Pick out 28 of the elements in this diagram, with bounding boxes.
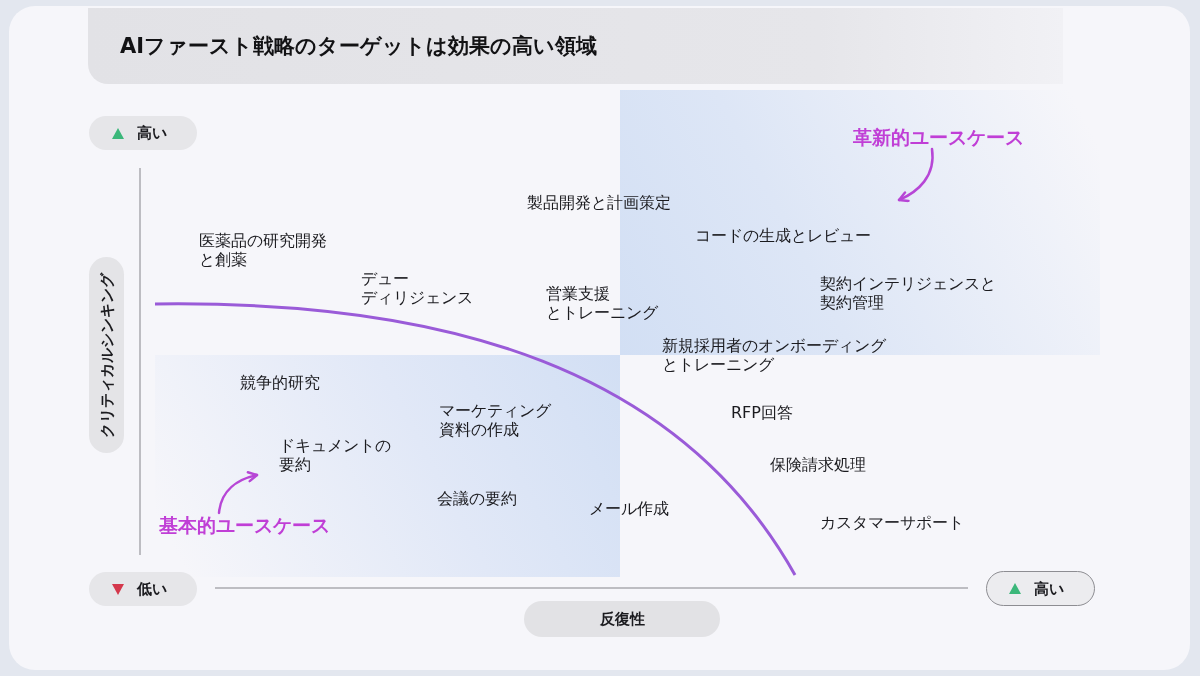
use-case-label: 競争的研究 bbox=[240, 373, 320, 392]
curved-arrow bbox=[897, 147, 934, 202]
axis-pill bbox=[89, 116, 197, 150]
callout-label: 基本的ユースケース bbox=[159, 513, 330, 537]
use-case-label: 保険請求処理 bbox=[770, 455, 866, 474]
axis-pill bbox=[986, 571, 1095, 606]
use-case-label: ドキュメントの要約 bbox=[279, 436, 391, 474]
axis-label: 高い bbox=[137, 124, 167, 142]
use-case-label: 営業支援とトレーニング bbox=[546, 284, 658, 322]
axis-label: 反復性 bbox=[599, 610, 645, 628]
use-case-label: 契約インテリジェンスと契約管理 bbox=[820, 274, 996, 312]
axis-pill bbox=[89, 572, 197, 606]
axis-label: 高い bbox=[1034, 579, 1064, 598]
use-case-label: 新規採用者のオンボーディングとトレーニング bbox=[662, 336, 886, 374]
use-case-label: 製品開発と計画策定 bbox=[527, 193, 671, 212]
curved-arrow bbox=[217, 471, 259, 515]
slide-title: AIファースト戦略のターゲットは効果の高い領域 bbox=[120, 33, 598, 60]
use-case-label: コードの生成とレビュー bbox=[695, 226, 871, 245]
axis-label: クリティカルシンキング bbox=[97, 272, 116, 438]
axis-label: 低い bbox=[137, 580, 167, 598]
use-case-label: 医薬品の研究開発と創薬 bbox=[199, 231, 327, 269]
use-case-label: マーケティング資料の作成 bbox=[439, 401, 551, 439]
use-case-label: デューディリジェンス bbox=[361, 269, 473, 307]
use-case-label: RFP回答 bbox=[731, 403, 793, 422]
use-case-label: カスタマーサポート bbox=[820, 513, 964, 532]
callout-label: 革新的ユースケース bbox=[853, 125, 1024, 149]
use-case-label: 会議の要約 bbox=[437, 489, 517, 508]
use-case-label: メール作成 bbox=[589, 499, 669, 518]
